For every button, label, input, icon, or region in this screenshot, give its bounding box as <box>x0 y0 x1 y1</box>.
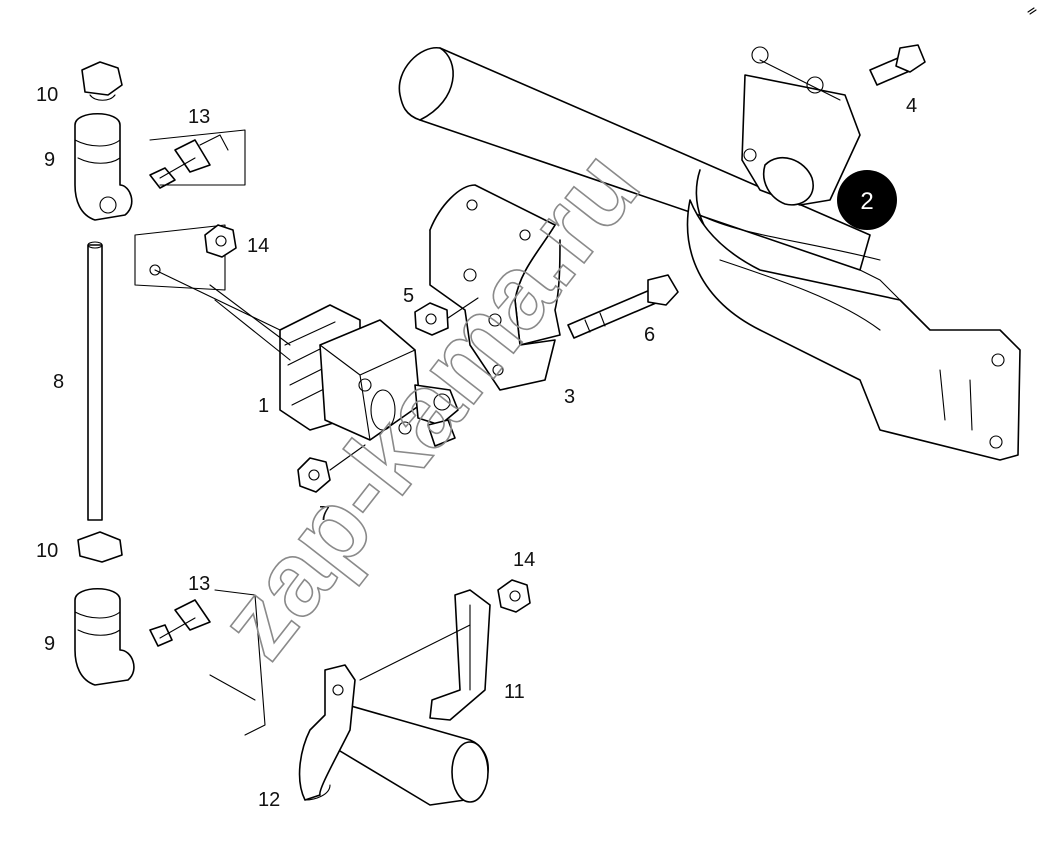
callout-12: 12 <box>258 789 280 811</box>
nut-14-lower <box>497 579 531 613</box>
callout-6: 6 <box>644 324 655 346</box>
bracket-11 <box>359 589 491 721</box>
shift-mechanism-1 <box>209 284 459 447</box>
bracket-12 <box>298 664 356 801</box>
callout-8: 8 <box>53 371 64 393</box>
plate-upper <box>134 224 281 331</box>
rod-8 <box>87 241 103 521</box>
clip-10-lower <box>77 531 123 563</box>
callout-14-upper: 14 <box>247 235 269 257</box>
callout-13-upper: 13 <box>188 106 210 128</box>
upper-bracket <box>741 46 861 206</box>
frame-crossmember <box>398 47 1021 461</box>
callout-13-lower: 13 <box>188 573 210 595</box>
callout-1: 1 <box>258 395 269 417</box>
plate-lower <box>209 589 266 736</box>
callout-10-upper: 10 <box>36 84 58 106</box>
bracket-3 <box>429 184 561 391</box>
ball-stud-13-upper <box>149 129 246 189</box>
callout-9-upper: 9 <box>44 149 55 171</box>
callout-labels: 1 3 4 5 6 7 8 9 9 10 10 11 12 13 13 14 1… <box>36 84 917 811</box>
callout-9-lower: 9 <box>44 633 55 655</box>
lower-tube <box>329 699 489 806</box>
bolt-4 <box>869 44 926 86</box>
corner-mark <box>1027 7 1037 15</box>
callout-7: 7 <box>319 503 330 525</box>
callout-4: 4 <box>906 95 917 117</box>
callout-5: 5 <box>403 285 414 307</box>
ball-stud-13-lower <box>149 599 211 647</box>
callout-11: 11 <box>504 681 525 703</box>
nut-5 <box>414 297 479 336</box>
joint-9-lower <box>74 588 135 686</box>
bolt-6 <box>567 274 679 339</box>
joint-9-upper <box>74 113 133 221</box>
badge-label: 2 <box>860 188 873 215</box>
callout-10-lower: 10 <box>36 540 58 562</box>
nut-7 <box>297 444 366 493</box>
highlight-badge-2: 2 <box>837 170 897 230</box>
nut-14-upper <box>204 224 237 258</box>
callout-14-lower: 14 <box>513 549 535 571</box>
clip-10-upper <box>81 61 123 101</box>
callout-3: 3 <box>564 386 575 408</box>
